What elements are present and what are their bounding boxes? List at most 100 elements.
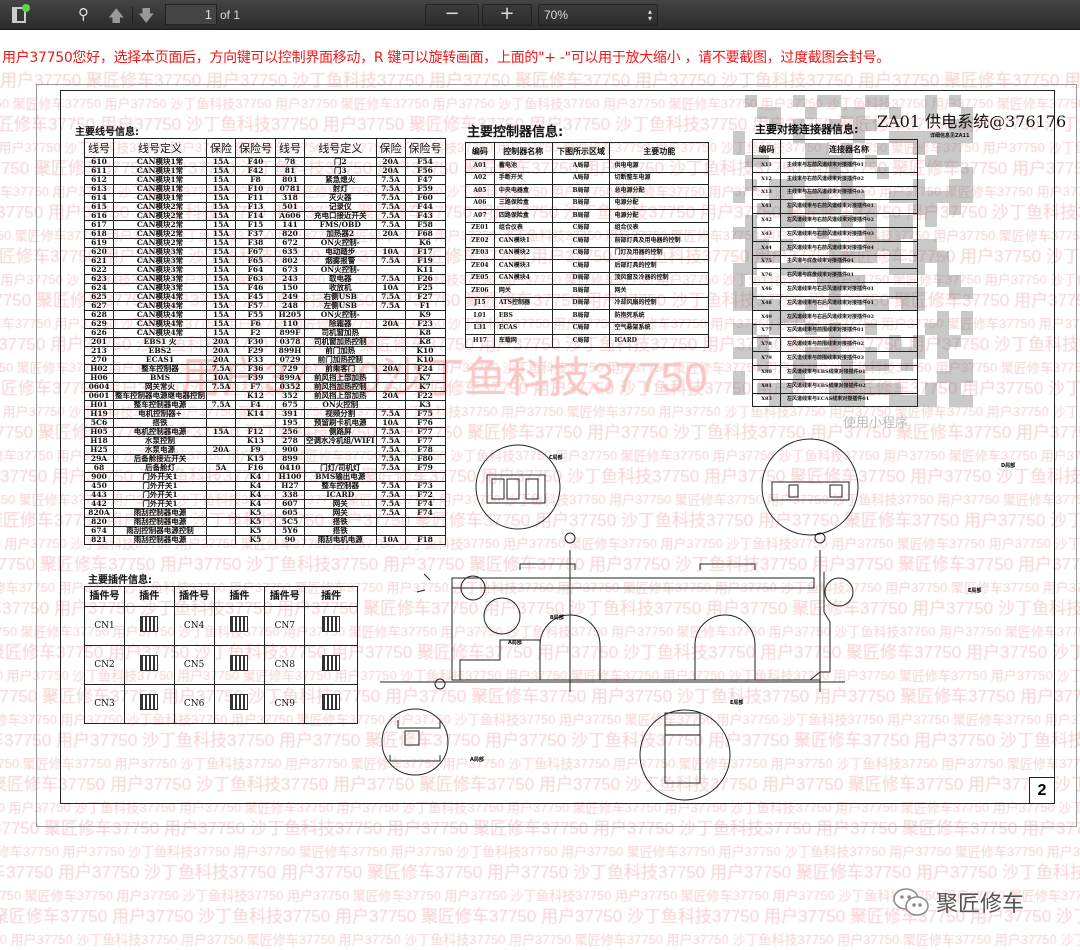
table-cell: X49 xyxy=(752,309,781,325)
search-icon[interactable]: ⚲ xyxy=(78,5,89,23)
table-cell: 主线束与右前风道线束对接插件02 xyxy=(780,171,918,187)
detail-circle-d xyxy=(761,438,859,536)
table-cell: CAN模块4 xyxy=(493,271,553,285)
qr-module xyxy=(937,371,949,383)
table-cell: C局部 xyxy=(551,334,611,348)
table-cell: X75 xyxy=(752,254,781,270)
qr-module xyxy=(949,275,961,287)
column-header: 保险 xyxy=(375,138,406,158)
plug-id: CN2 xyxy=(84,645,125,685)
column-header: 插件 xyxy=(213,586,266,607)
plug-id: CN9 xyxy=(264,684,306,724)
arrow-down-icon[interactable]: 🡇 xyxy=(138,6,155,25)
plug-image-cell xyxy=(304,684,358,724)
table-cell: 20A xyxy=(375,229,406,239)
table-cell: B局部 xyxy=(551,209,611,223)
sidebar-toggle-icon[interactable] xyxy=(12,7,26,23)
zoom-select[interactable]: 70%▴▾ xyxy=(538,4,658,26)
table-cell: ATS控制器 xyxy=(493,296,553,310)
table-cell: X83 xyxy=(752,392,781,408)
table-cell: 左风道线束与右后风道线束对接插件02 xyxy=(780,309,918,325)
qr-module xyxy=(937,335,949,347)
qr-module xyxy=(937,143,949,155)
qr-module xyxy=(805,107,817,119)
column-header: 插件 xyxy=(304,586,358,607)
table-cell: A07 xyxy=(465,209,495,223)
table-cell: 左风道线束与前围线束对接插件02 xyxy=(780,337,918,353)
table-cell: K5 xyxy=(235,535,276,545)
table-cell: X46 xyxy=(752,282,781,297)
table-cell: C局部 xyxy=(551,259,611,273)
table-cell xyxy=(375,337,406,347)
table-cell xyxy=(375,346,406,356)
plug-image-cell xyxy=(213,606,266,646)
column-header: 保险 xyxy=(206,138,236,158)
table-cell: F79 xyxy=(404,463,446,473)
connector-section-title: 主要对接连接器信息: xyxy=(755,123,859,136)
column-header: 插件号 xyxy=(264,586,306,607)
column-header: 主要功能 xyxy=(609,142,709,160)
brand-name: 聚匠修车 xyxy=(936,892,1025,917)
table-cell: 5A xyxy=(206,463,236,473)
qr-module xyxy=(961,179,973,191)
controller-section-title: 主要控制器信息: xyxy=(467,125,564,140)
table-cell: 四路保险盒 xyxy=(493,209,553,223)
qr-module xyxy=(961,167,973,179)
table-cell: 左风道线束与EBS线束对接插件02 xyxy=(780,378,918,394)
detail-circle-a xyxy=(381,708,449,776)
table-cell: C局部 xyxy=(551,221,611,235)
table-cell: 左风道线束与前围线束对接插件01 xyxy=(780,323,918,339)
qr-module xyxy=(733,383,745,395)
callout-e-detail: E局部 xyxy=(730,700,744,706)
arrow-up-icon[interactable]: 🡅 xyxy=(108,6,125,25)
plug-image-cell xyxy=(123,684,175,724)
table-cell: A01 xyxy=(465,159,495,173)
table-cell: 左风道线束与右前风道线束对接插件01 xyxy=(780,199,918,215)
zoom-in-button[interactable]: + xyxy=(482,4,532,26)
qr-module xyxy=(925,155,937,167)
column-header: 控制器名称 xyxy=(493,142,553,160)
notice-text: 用户37750您好，选择本页面后，方向键可以控制界面移动，R 键可以旋转画面，上… xyxy=(2,50,890,66)
detail-circle-c xyxy=(475,444,561,530)
table-cell: F18 xyxy=(404,535,446,545)
qr-module xyxy=(937,311,949,323)
qr-module xyxy=(733,275,745,287)
connector-plug-icon xyxy=(140,694,159,710)
table-cell: 20A xyxy=(375,391,406,401)
table-cell: ZE06 xyxy=(465,284,495,298)
bus-outline xyxy=(451,572,831,681)
page-number-input[interactable] xyxy=(165,4,217,25)
table-cell: ZE01 xyxy=(465,221,495,235)
table-cell: ICARD xyxy=(609,334,709,348)
table-cell: 后部灯具的控制 xyxy=(609,259,709,273)
table-cell: 蓄电池 xyxy=(493,159,553,173)
table-cell: 空调水冷机组/WIFI xyxy=(304,436,377,446)
qr-module xyxy=(937,347,949,359)
table-cell: X43 xyxy=(752,226,781,242)
table-cell: 10A xyxy=(375,535,406,545)
table-cell xyxy=(375,517,406,527)
qr-module xyxy=(925,239,937,251)
table-cell: X42 xyxy=(752,213,781,228)
table-cell: ZE04 xyxy=(465,259,495,273)
qr-module xyxy=(937,263,949,275)
qr-module xyxy=(949,95,961,107)
select-arrows-icon: ▴▾ xyxy=(647,7,652,23)
qr-module xyxy=(949,359,961,371)
column-header: 编码 xyxy=(465,142,495,160)
table-cell: 切断整车电源 xyxy=(609,171,709,185)
zoom-out-button[interactable]: − xyxy=(425,4,479,26)
table-cell: C局部 xyxy=(551,246,611,260)
table-cell: 网关 xyxy=(609,284,709,298)
plug-id: CN8 xyxy=(264,645,306,685)
table-cell: 前部灯具及用电器的控制 xyxy=(609,234,709,248)
table-cell: 电源分配 xyxy=(609,196,709,210)
